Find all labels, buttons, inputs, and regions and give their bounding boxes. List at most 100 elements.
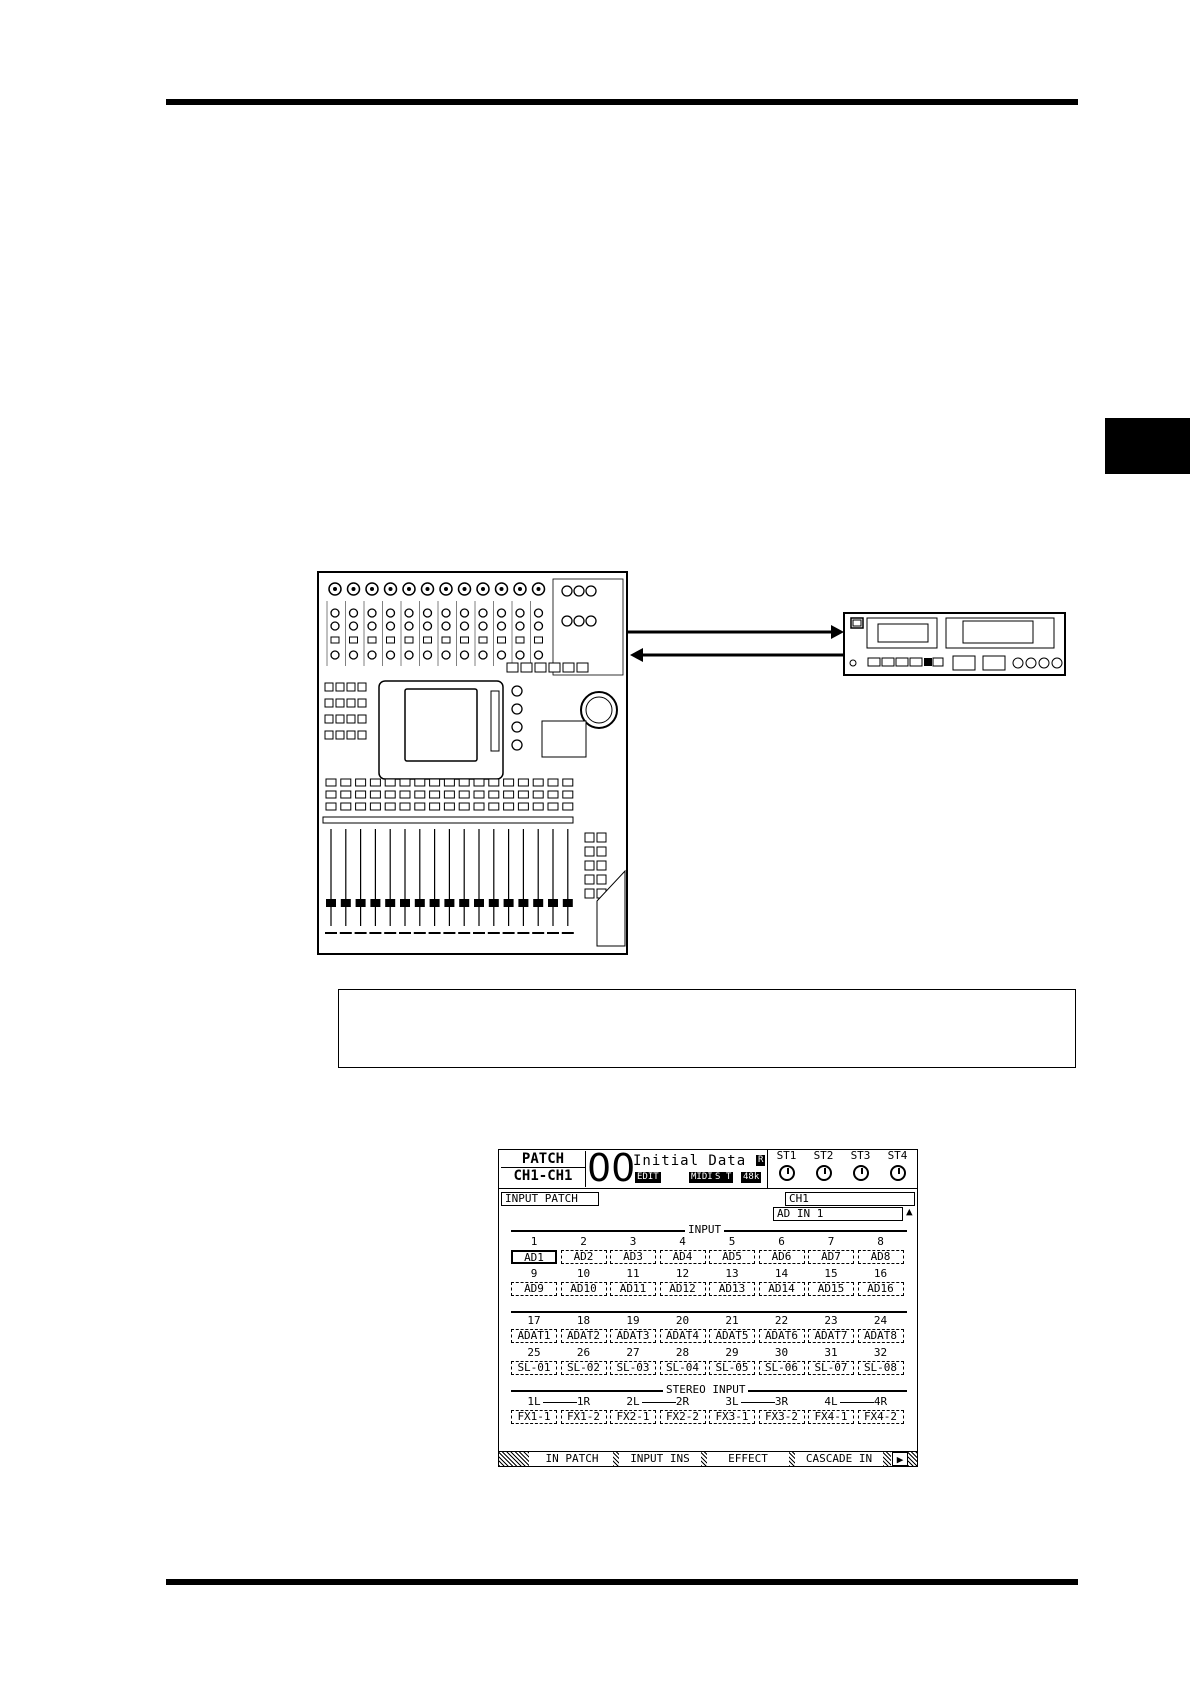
input-source-cell[interactable]: AD10 — [560, 1282, 607, 1296]
input-source-cell[interactable]: SL-08 — [857, 1361, 904, 1375]
input-source-cell[interactable]: AD5 — [709, 1250, 755, 1264]
edit-badge: EDIT — [635, 1172, 661, 1183]
knob-icon — [889, 1165, 906, 1181]
stereo-pair-connector — [840, 1402, 874, 1403]
input-source-cell[interactable]: SL-03 — [610, 1361, 656, 1375]
sti-label: ST3 — [850, 1149, 871, 1162]
input-source-cell[interactable]: ADAT8 — [857, 1329, 904, 1343]
bottom-rule — [166, 1579, 1078, 1585]
tab-label: CASCADE IN — [805, 1452, 873, 1465]
input-source-cell[interactable]: SL-07 — [808, 1361, 854, 1375]
input-number: 2 — [580, 1235, 587, 1248]
tab-label: IN PATCH — [545, 1452, 599, 1465]
input-number: 26 — [576, 1346, 591, 1359]
input-source-cell[interactable]: AD8 — [857, 1250, 904, 1264]
input-number: 19 — [626, 1314, 640, 1327]
input-source-cell[interactable]: AD2 — [560, 1250, 607, 1264]
input-source-cell[interactable]: AD9 — [511, 1282, 557, 1296]
input-number: 11 — [626, 1267, 640, 1280]
input-source-cell[interactable]: AD14 — [758, 1282, 805, 1296]
stereo-source-cell[interactable]: FX2-2 — [659, 1410, 706, 1424]
input-source-cell[interactable]: ADAT4 — [659, 1329, 706, 1343]
input-source-cell[interactable]: AD11 — [610, 1282, 656, 1296]
stereo-input-number: 2L — [626, 1395, 640, 1408]
stereo-source-cell[interactable]: FX1-1 — [511, 1410, 557, 1424]
stereo-input-knobs: ST1 ST2 ST3 ST4 — [767, 1150, 917, 1188]
input-number: 12 — [675, 1267, 690, 1280]
input-source-cell[interactable]: SL-06 — [758, 1361, 805, 1375]
sti-knob-2[interactable]: ST2 — [805, 1150, 842, 1181]
stereo-source-cell[interactable]: FX2-1 — [610, 1410, 656, 1424]
sti-knob-3[interactable]: ST3 — [842, 1150, 879, 1181]
sti-knob-4[interactable]: ST4 — [879, 1150, 916, 1181]
stereo-source-cell[interactable]: FX3-2 — [758, 1410, 805, 1424]
protect-badge: R — [756, 1155, 766, 1166]
sti-knob-1[interactable]: ST1 — [768, 1150, 805, 1181]
stereo-source-cell[interactable]: FX4-1 — [808, 1410, 854, 1424]
input-source-cell[interactable]: AD13 — [709, 1282, 755, 1296]
input-source-cell[interactable]: ADAT7 — [808, 1329, 854, 1343]
stereo-source-cell[interactable]: FX3-1 — [709, 1410, 755, 1424]
input-source-cell[interactable]: AD4 — [659, 1250, 706, 1264]
input-source-cell[interactable]: SL-05 — [709, 1361, 755, 1375]
input-number: 28 — [675, 1346, 690, 1359]
input-number: 4 — [679, 1235, 686, 1248]
input-number: 31 — [824, 1346, 838, 1359]
input-source-cell[interactable]: ADAT5 — [709, 1329, 755, 1343]
input-number: 17 — [527, 1314, 541, 1327]
tab-next-arrow-icon[interactable]: ▶ — [892, 1452, 908, 1466]
tab-cascade-in[interactable]: CASCADE IN — [795, 1452, 883, 1466]
input-source-cell[interactable]: AD1 — [511, 1250, 557, 1264]
page-title-bottom: CH1-CH1 — [513, 1168, 573, 1184]
stereo-input-number: 4L — [824, 1395, 838, 1408]
input-source-cell[interactable]: ADAT2 — [560, 1329, 607, 1343]
input-source-cell[interactable]: AD3 — [610, 1250, 656, 1264]
sti-label: ST2 — [813, 1149, 834, 1162]
stereo-pair-connector — [642, 1402, 676, 1403]
input-number: 21 — [725, 1314, 739, 1327]
tab-effect[interactable]: EFFECT — [707, 1452, 789, 1466]
stereo-input-number: 3L — [725, 1395, 739, 1408]
input-source-cell[interactable]: ADAT3 — [610, 1329, 656, 1343]
lcd-header: PATCH CH1-CH1 00 Initial Data R EDIT MID… — [499, 1150, 917, 1189]
sync-badge: S T — [713, 1172, 734, 1183]
input-number: 9 — [530, 1267, 538, 1280]
tab-label: EFFECT — [728, 1452, 768, 1465]
tab-in-patch[interactable]: IN PATCH — [531, 1452, 613, 1466]
input-number: 22 — [774, 1314, 789, 1327]
input-number: 14 — [774, 1267, 789, 1280]
input-number: 15 — [824, 1267, 838, 1280]
tab-sep-4 — [883, 1452, 891, 1466]
input-source-cell[interactable]: AD16 — [857, 1282, 904, 1296]
top-rule — [166, 99, 1078, 105]
samplerate-badge: 48k — [741, 1172, 762, 1183]
tab-input-ins[interactable]: INPUT INS — [619, 1452, 701, 1466]
tab-sep-2 — [701, 1452, 707, 1466]
input-source-cell[interactable]: ADAT6 — [758, 1329, 805, 1343]
input-number: 1 — [530, 1235, 538, 1248]
stereo-source-cell[interactable]: FX4-2 — [857, 1410, 904, 1424]
input-source-cell[interactable]: AD15 — [808, 1282, 854, 1296]
source-name-field[interactable]: AD IN 1 — [773, 1207, 903, 1221]
stereo-section-title: STEREO INPUT — [663, 1384, 749, 1396]
input-source-cell[interactable]: SL-01 — [511, 1361, 557, 1375]
sti-label: ST1 — [776, 1149, 797, 1162]
stereo-input-number: 1R — [576, 1395, 591, 1408]
input-source-cell[interactable]: SL-04 — [659, 1361, 706, 1375]
stereo-source-cell[interactable]: FX1-2 — [560, 1410, 607, 1424]
input-source-cell[interactable]: AD12 — [659, 1282, 706, 1296]
input-source-cell[interactable]: AD7 — [808, 1250, 854, 1264]
input-source-cell[interactable]: ADAT1 — [511, 1329, 557, 1343]
channel-name-field[interactable]: CH1 — [785, 1192, 915, 1206]
input-divider-line — [511, 1311, 907, 1313]
stereo-input-number: 2R — [675, 1395, 690, 1408]
scene-name: Initial Data — [633, 1153, 747, 1169]
page-title-top: PATCH — [501, 1151, 585, 1168]
input-number: 27 — [626, 1346, 640, 1359]
input-source-cell[interactable]: SL-02 — [560, 1361, 607, 1375]
input-source-cell[interactable]: AD6 — [758, 1250, 805, 1264]
input-number: 24 — [873, 1314, 888, 1327]
input-number: 23 — [824, 1314, 838, 1327]
tab-spacer-right — [908, 1452, 917, 1466]
stereo-input-number: 4R — [873, 1395, 888, 1408]
